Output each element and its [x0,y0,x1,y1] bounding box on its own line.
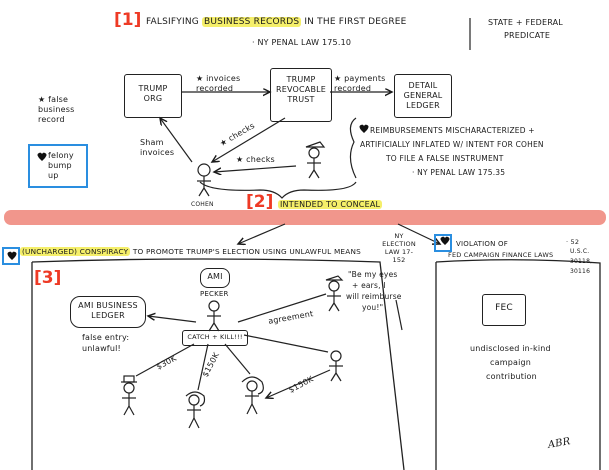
usc-line-2: U.S.C. [570,248,590,255]
ami-ledger-box: AMI Business Ledger [70,296,146,328]
reimb-brace [349,117,357,179]
header-suffix: in the first degree [304,17,407,27]
conspiracy-container [31,258,405,470]
felony-box [28,144,88,188]
separator-band [4,210,606,225]
reimb-line-2: artificially inflated w/ intent for Cohe… [360,140,544,149]
line-catch-to-cohen [243,334,329,353]
bottom-brace [199,181,357,199]
arrow-trump-to-cohen [214,165,297,172]
header-title: Falsifying business records in the first… [146,17,407,28]
marker-2: [2] [246,192,274,212]
header-right-1: State + Federal [488,18,563,27]
line-catch-to-doorman [135,343,195,377]
line-catch-to-woman1 [197,343,209,391]
fec-label: FEC [495,303,513,313]
catch-kill-box: Catch + Kill!!! [182,330,248,346]
false-entry-line-2: unlawful! [82,344,121,353]
fec-container [435,259,601,470]
header-highlight: business records [202,17,302,27]
heart-icon-felony [37,152,47,161]
fec-line-2: campaign [490,358,532,367]
arrow-trust-to-cohen [212,117,286,162]
heart-icon-violation [440,236,450,245]
quote-line-2: + ears, I [352,281,386,290]
conspiracy-heart-box [2,247,20,265]
trump-figure-top [305,141,326,179]
felony-label: felony bump up [48,151,74,180]
violation-heart-box [434,234,452,252]
usc-line-3: 30118, [570,258,593,265]
ami-label: AMI [207,272,223,281]
trump-org-label: Trump Org [138,84,168,103]
usc-line-1: · 52 [566,238,580,246]
header-statute: · NY Penal Law 175.10 [252,38,352,47]
conspiracy-heading: (Uncharged) conspiracy to promote Trump'… [20,247,361,256]
trump-figure-bottom [325,275,344,312]
reimb-line-1: Reimbursements mischaracterized + [370,126,535,135]
violation-line-1: violation of [456,240,508,248]
heart-icon-reimb [359,124,369,133]
uncharged-highlight: (Uncharged) conspiracy [20,247,131,256]
cohen-figure [197,163,211,197]
conspiracy-rest: to promote Trump's election using unlawf… [132,247,361,256]
fec-line-1: undisclosed in-kind [470,344,551,353]
usc-line-4: 30116 [570,268,591,275]
fec-box: FEC [482,294,526,326]
ledger-label: Detail General Ledger [403,81,443,110]
line-trump-agreement [237,293,327,323]
trust-box: Trump Revocable Trust [270,68,332,122]
trump-org-box: Trump Org [124,74,182,118]
ledger-box: Detail General Ledger [394,74,452,118]
quote-line-4: you!" [362,303,384,312]
line-catch-to-woman2 [224,343,251,375]
ami-pecker-box: AMI [200,268,230,288]
violation-line-2: Fed campaign finance laws [448,251,554,259]
header-right-2: Predicate [504,31,551,40]
quote-line-1: "Be my eyes [348,270,398,279]
intended-to-conceal: Intended to conceal [278,200,383,210]
checks-label-2: ★ checks [236,155,275,164]
arrow-to-violation [397,223,440,244]
arrow-cohen-to-org [160,118,193,163]
trust-label: Trump Revocable Trust [275,75,327,104]
header-prefix: Falsifying [146,17,199,27]
woman-figure-1 [185,391,206,429]
arrow-to-conspiracy [238,223,286,244]
woman-figure-2 [241,376,264,415]
payments-recorded-label: ★ payments recorded [334,74,386,93]
cohen-label: Cohen [191,201,214,208]
arrow-cohen-150k [266,369,331,398]
pecker-figure [207,300,221,332]
reimb-line-3: to file a false instrument [386,154,504,163]
arrow-pecker-to-ledger [148,316,197,323]
marker-1: [1] [114,10,142,30]
fec-line-3: contribution [486,372,537,381]
marker-3: [3] [34,268,62,288]
ny-election-law: NY Election Law 17-152 [382,232,416,265]
quote-line-3: will reimburse [346,292,402,301]
cohen-figure-bottom [329,350,343,382]
sham-invoices-label: Sham invoices [140,138,175,157]
reimb-line-4: · NY Penal Law 175.35 [412,168,506,177]
catch-kill-label: Catch + Kill!!! [187,333,243,341]
pecker-label: Pecker [200,290,229,298]
doorman-figure [121,375,137,416]
invoices-recorded-label: ★ invoices recorded [196,74,241,93]
ami-ledger-label: AMI Business Ledger [78,301,138,320]
intended-highlight: Intended to conceal [278,200,383,209]
false-entry-line-1: false entry: [82,333,130,342]
vertical-dash [395,299,403,331]
heart-icon-conspiracy [7,251,17,260]
false-record-label: ★ false business record [38,95,75,124]
